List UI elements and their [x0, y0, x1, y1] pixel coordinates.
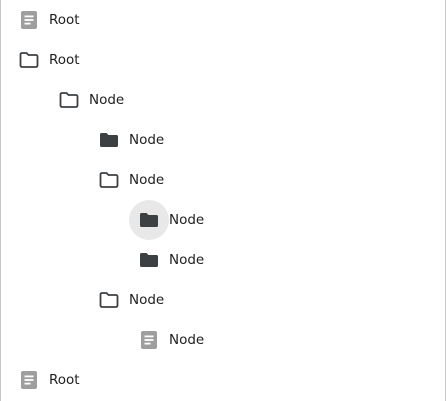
document-icon: [9, 360, 49, 400]
tree-node-label: Node: [169, 332, 205, 348]
folder-filled-icon: [89, 120, 129, 160]
tree-node-label: Node: [129, 172, 165, 188]
folder-outline-icon: [89, 280, 129, 320]
document-icon: [129, 320, 169, 360]
folder-outline-icon: [89, 160, 129, 200]
tree-node[interactable]: Node: [1, 240, 204, 280]
tree-node[interactable]: Node: [1, 320, 204, 360]
tree-node-label: Root: [49, 372, 80, 388]
tree-node-label: Node: [129, 132, 165, 148]
tree-node-label: Node: [129, 292, 165, 308]
tree-node[interactable]: Node: [1, 280, 164, 320]
tree-node[interactable]: Node: [1, 80, 124, 120]
tree-node-hovered[interactable]: Node: [1, 200, 204, 240]
tree-node-label: Root: [49, 12, 80, 28]
tree-node-label: Root: [49, 52, 80, 68]
tree-node-root-1[interactable]: Root: [1, 0, 80, 40]
tree-node[interactable]: Node: [1, 160, 164, 200]
folder-outline-icon: [49, 80, 89, 120]
tree-node-label: Node: [89, 92, 125, 108]
tree-node-root-3[interactable]: Root: [1, 360, 80, 400]
tree-node-label: Node: [169, 212, 205, 228]
document-icon: [9, 0, 49, 40]
tree-node-label: Node: [169, 252, 205, 268]
folder-filled-icon: [129, 240, 169, 280]
folder-outline-icon: [9, 40, 49, 80]
folder-filled-icon: [129, 200, 169, 240]
tree-node[interactable]: Node: [1, 120, 164, 160]
tree-node-root-2[interactable]: Root: [1, 40, 80, 80]
